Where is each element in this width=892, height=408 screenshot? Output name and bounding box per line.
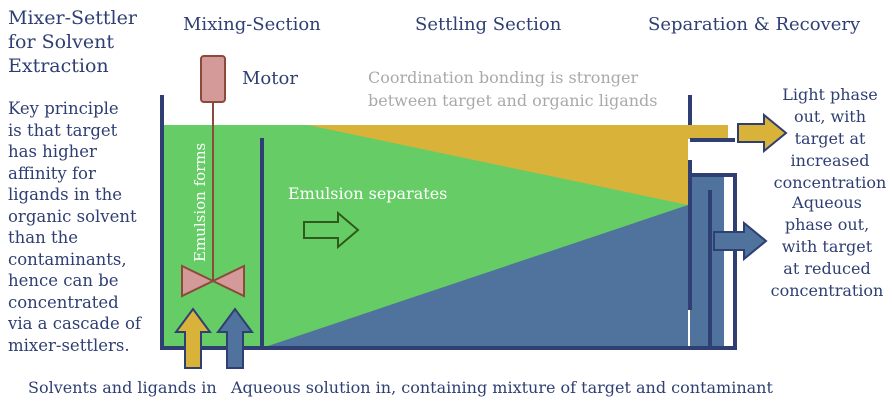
principle-line: organic solvent bbox=[8, 206, 137, 226]
principle-line: than the bbox=[8, 228, 78, 247]
motor-icon bbox=[200, 55, 226, 103]
principle-line: via a cascade of bbox=[8, 314, 141, 333]
impeller-blade-right bbox=[210, 264, 245, 298]
principle-line: contaminants, bbox=[8, 249, 127, 269]
title-line: Mixer-Settler bbox=[8, 7, 137, 29]
coordination-note: Coordination bonding is stronger between… bbox=[368, 66, 657, 112]
arrow-up-icon-aqueous bbox=[216, 307, 254, 369]
arrow-right-icon bbox=[303, 210, 360, 250]
principle-line: concentrated bbox=[8, 292, 119, 312]
aqueous-out-line: with target bbox=[781, 237, 873, 256]
coordination-note-line: between target and organic ligands bbox=[368, 91, 658, 110]
aqueous-phase-region bbox=[262, 205, 688, 348]
light-phase-outlet-channel bbox=[688, 125, 728, 139]
light-out-line: out, with bbox=[793, 107, 867, 126]
principle-line: Key principle bbox=[8, 99, 119, 118]
light-out-line: concentration bbox=[773, 173, 887, 192]
section-header-separation: Separation & Recovery bbox=[648, 14, 861, 35]
light-out-line: Light phase bbox=[782, 85, 878, 104]
principle-line: affinity for bbox=[8, 163, 96, 183]
title-line: Extraction bbox=[8, 55, 109, 77]
section-header-mixing: Mixing-Section bbox=[183, 14, 321, 35]
light-out-line: increased bbox=[790, 151, 870, 170]
aqueous-out-line: Aqueous bbox=[792, 193, 862, 212]
emulsion-forms-label: Emulsion forms bbox=[191, 143, 209, 262]
light-phase-out-label: Light phase out, with target at increase… bbox=[770, 84, 890, 194]
tank-wall bbox=[160, 95, 737, 350]
aqueous-phase-out-label: Aqueous phase out, with target at reduce… bbox=[765, 192, 889, 302]
aqueous-out-line: phase out, bbox=[784, 215, 870, 234]
aqueous-weir-chamber bbox=[690, 175, 724, 348]
principle-line: hence can be bbox=[8, 271, 119, 290]
arrow-up-icon bbox=[174, 307, 212, 369]
light-out-line: target at bbox=[794, 129, 866, 148]
organic-phase-region bbox=[308, 125, 688, 205]
principle-line: ligands in the bbox=[8, 185, 123, 204]
light-phase-out-arrow-icon bbox=[737, 112, 788, 154]
emulsion-separates-label: Emulsion separates bbox=[288, 184, 448, 203]
aqueous-phase-out-arrow-icon bbox=[713, 220, 768, 262]
impeller-icon bbox=[181, 264, 216, 298]
coordination-note-line: Coordination bonding is stronger bbox=[368, 68, 639, 87]
motor-label: Motor bbox=[242, 68, 298, 89]
principle-line: is that target bbox=[8, 120, 118, 140]
section-header-settling: Settling Section bbox=[415, 14, 562, 35]
aqueous-out-line: concentration bbox=[770, 281, 884, 300]
title-line: for Solvent bbox=[8, 31, 114, 53]
solvents-in-label: Solvents and ligands in bbox=[28, 378, 217, 397]
principle-line: mixer-settlers. bbox=[8, 335, 130, 355]
key-principle-text: Key principle is that target has higher … bbox=[8, 98, 141, 356]
aqueous-out-line: at reduced bbox=[783, 259, 871, 278]
principle-line: has higher bbox=[8, 142, 97, 161]
aqueous-in-label: Aqueous solution in, containing mixture … bbox=[231, 378, 773, 397]
diagram-title: Mixer-Settler for Solvent Extraction bbox=[8, 6, 137, 78]
